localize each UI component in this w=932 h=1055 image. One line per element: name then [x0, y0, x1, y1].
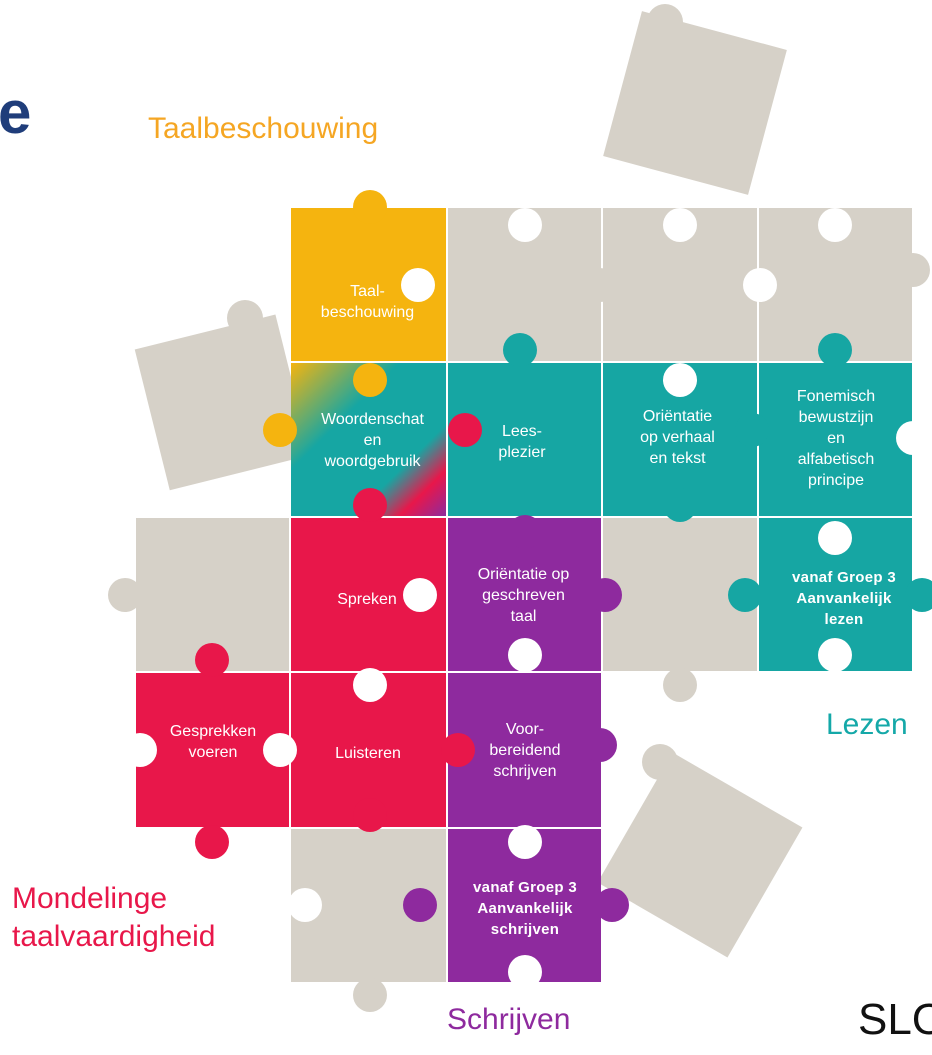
puzzle-knob-top-11 — [818, 333, 852, 367]
puzzle-knob-top-9 — [503, 333, 537, 367]
piece-fonemisch: Fonemisch bewustzijn en alfabetisch prin… — [796, 387, 876, 489]
puzzle-knob-hole-31 — [123, 733, 157, 767]
puzzle-knob-top-17 — [353, 488, 387, 522]
puzzle-knob-side-39 — [403, 888, 437, 922]
piece-orientatie-taal: Oriëntatie op geschreven taal — [477, 565, 570, 625]
puzzle-knob-hole-32 — [263, 733, 297, 767]
piece-orientatie-verhaal: Oriëntatie op verhaal en tekst — [640, 408, 715, 467]
puzzle-knob-hole-20 — [818, 521, 852, 555]
piece-luisteren: Luisteren — [335, 744, 401, 762]
puzzle-knob-top-0 — [353, 190, 387, 224]
loose-piece-left — [134, 300, 311, 491]
puzzle-knob-hole-4 — [401, 268, 435, 302]
puzzle-knob-hole-3 — [818, 208, 852, 242]
piece-voorbereidend: Voor- bereidend schrijven — [489, 720, 561, 780]
puzzle-knob-hole-6 — [743, 268, 777, 302]
puzzle-knob-bottom-19 — [663, 488, 697, 522]
puzzle-knob-side-12 — [263, 413, 297, 447]
puzzle-knob-bottom-8 — [353, 363, 387, 397]
piece-aanvankelijk-schrijven: vanaf Groep 3 Aanvankelijk schrijven — [473, 878, 577, 938]
puzzle-knob-bottom-29 — [663, 668, 697, 702]
puzzle-knob-hole-27 — [353, 668, 387, 702]
heading-fragment: e — [0, 79, 32, 146]
puzzle-knob-side-5 — [583, 268, 617, 302]
puzzle-knob-hole-1 — [508, 208, 542, 242]
puzzle-knob-side-40 — [595, 888, 629, 922]
puzzle-knob-side-13 — [448, 413, 482, 447]
loose-piece-top — [603, 4, 787, 195]
piece-woordenschat: Woordenschat en woordgebruik — [321, 410, 424, 470]
puzzle-knob-bottom-36 — [353, 798, 387, 832]
puzzle-knob-hole-2 — [663, 208, 697, 242]
puzzle-knob-hole-42 — [508, 955, 542, 989]
puzzle-knob-hole-10 — [663, 363, 697, 397]
piece-aanvankelijk-lezen: vanaf Groep 3 Aanvankelijk lezen — [792, 568, 896, 628]
category-taalbeschouwing: Taalbeschouwing — [148, 112, 379, 145]
puzzle-knob-side-23 — [588, 578, 622, 612]
puzzle-knob-bottom-41 — [353, 978, 387, 1012]
puzzle-knob-side-25 — [905, 578, 932, 612]
piece-leesplezier: Lees- plezier — [498, 423, 546, 461]
puzzle-knob-hole-37 — [508, 825, 542, 859]
piece-gesprekken: Gesprekken voeren — [169, 723, 257, 761]
puzzle-knob-hole-22 — [403, 578, 437, 612]
piece-taalbeschouwing: Taal- beschouwing — [320, 283, 415, 321]
puzzle-knob-top-26 — [195, 643, 229, 677]
category-lezen: Lezen — [826, 708, 908, 741]
puzzle-knob-side-14 — [565, 413, 599, 447]
puzzle-knob-bottom-35 — [195, 825, 229, 859]
puzzle-piece-teal-1-4 — [759, 363, 912, 516]
puzzle-knob-side-7 — [896, 253, 930, 287]
puzzle-knob-hole-16 — [896, 421, 930, 455]
puzzle-knob-hole-28 — [508, 638, 542, 672]
puzzle-knob-side-21 — [108, 578, 142, 612]
slo-logo: SLO — [858, 995, 932, 1044]
puzzle-knob-top-18 — [508, 515, 542, 549]
category-schrijven: Schrijven — [447, 1003, 571, 1036]
puzzle-knob-hole-30 — [818, 638, 852, 672]
puzzle-knob-hole-38 — [288, 888, 322, 922]
puzzle-knob-side-24 — [728, 578, 762, 612]
puzzle-knob-side-34 — [583, 728, 617, 762]
category-mondelinge: Mondelinge taalvaardigheid — [12, 882, 216, 953]
puzzle-knob-side-33 — [441, 733, 475, 767]
piece-spreken: Spreken — [337, 590, 397, 608]
puzzle-knob-side-15 — [735, 413, 769, 447]
loose-piece-bottom-right — [597, 744, 803, 958]
